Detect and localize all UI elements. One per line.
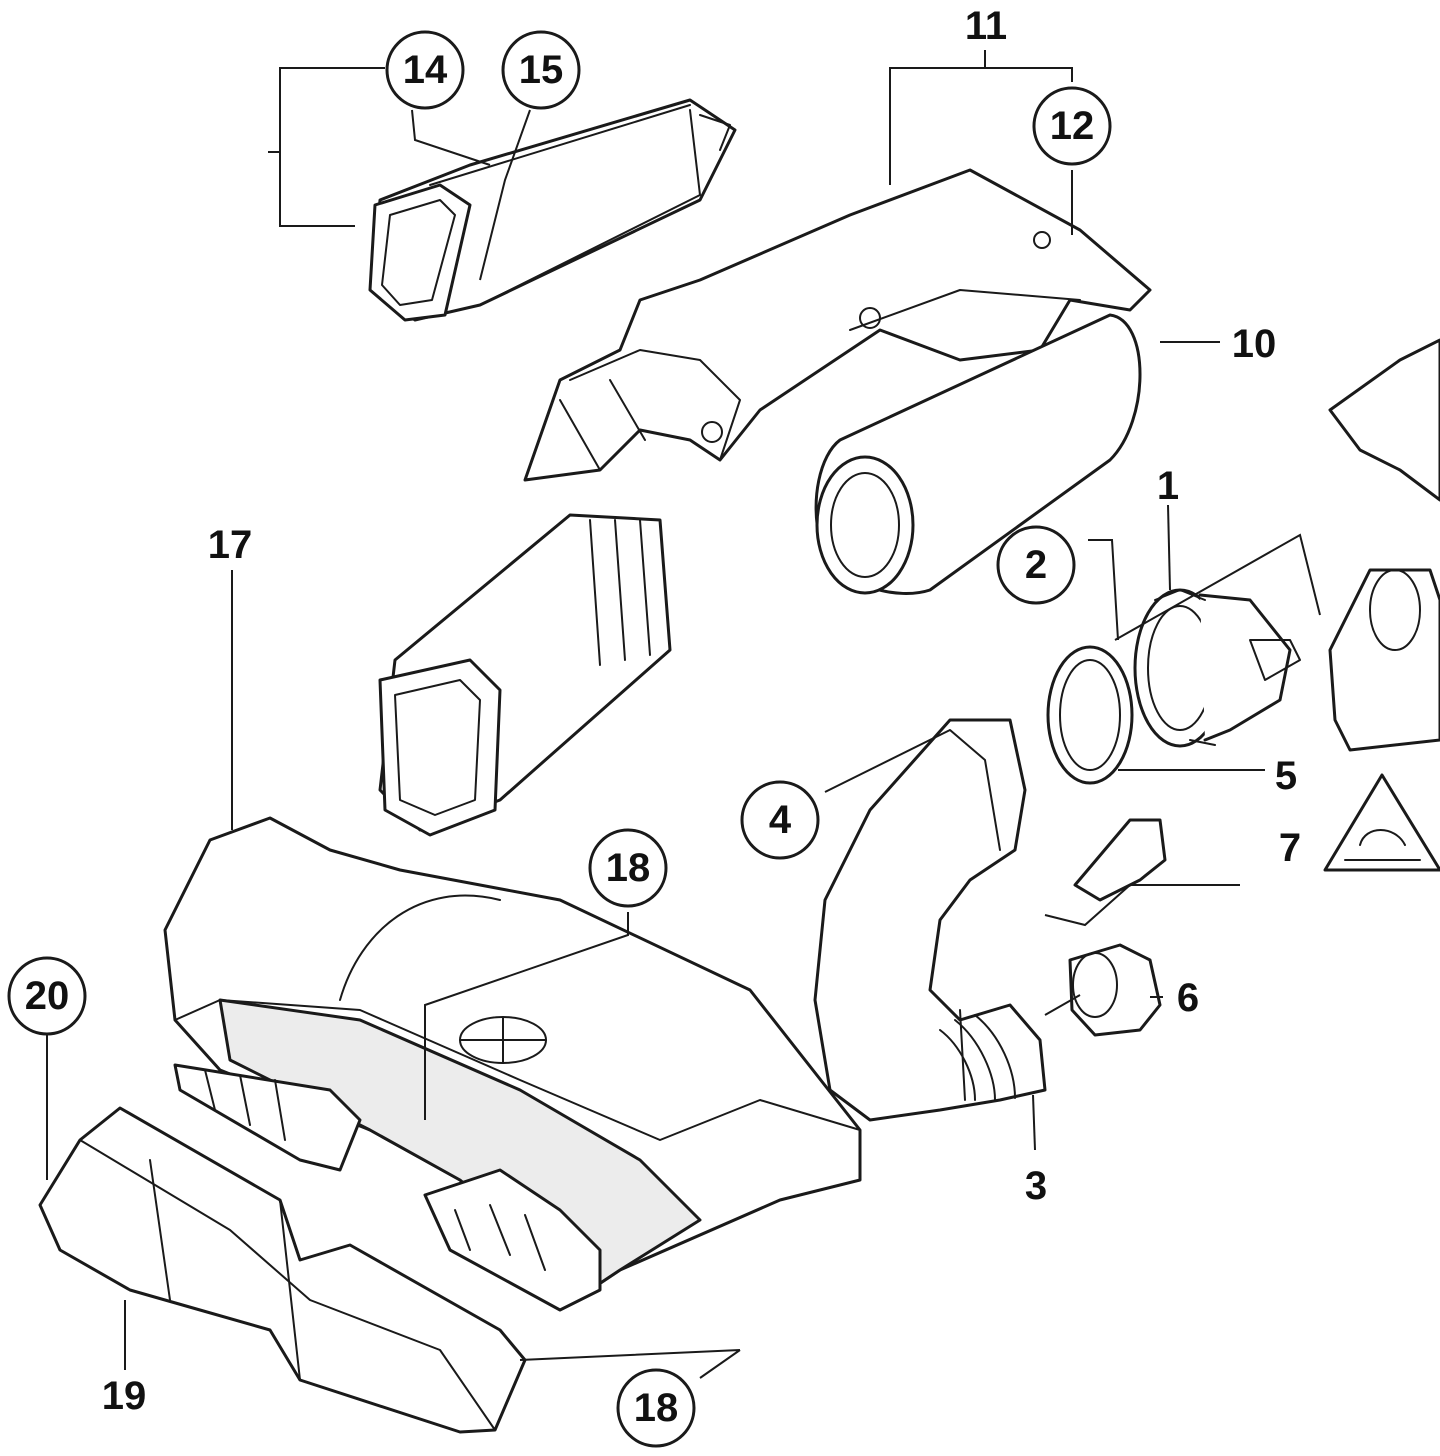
adjacent-part-fragments	[1328, 338, 1440, 752]
callout-20: 20	[25, 974, 70, 1018]
callouts: 11 14 15 12 10 1 2 17 5 4 7 18 20 6 3 19…	[7, 4, 1301, 1448]
callout-2: 2	[1025, 543, 1047, 587]
callout-11: 11	[965, 4, 1007, 48]
air-filter-element-part	[814, 313, 1142, 595]
vent-hose-part	[1073, 818, 1167, 902]
callout-4: 4	[769, 798, 792, 842]
leader-lines	[46, 50, 1321, 1379]
intake-snorkel-part	[368, 98, 737, 322]
intake-boot-part	[378, 513, 672, 837]
mass-airflow-sensor-part	[1133, 588, 1301, 748]
callout-6: 6	[1177, 976, 1199, 1020]
callout-5: 5	[1275, 754, 1297, 798]
callout-7: 7	[1279, 826, 1301, 870]
callout-18-upper: 18	[606, 846, 651, 890]
intake-hose-part	[813, 718, 1047, 1122]
lower-duct-part	[38, 1106, 527, 1434]
callout-1: 1	[1157, 464, 1179, 508]
callout-15: 15	[519, 48, 564, 92]
threaded-fitting-part	[1068, 943, 1162, 1037]
callout-17: 17	[208, 523, 253, 567]
callout-18-lower: 18	[634, 1386, 679, 1430]
engine-cover-part	[163, 816, 862, 1312]
callout-10: 10	[1232, 322, 1277, 366]
filter-housing-top-part	[523, 168, 1152, 482]
warning-triangle-icon	[1323, 773, 1440, 872]
callout-14: 14	[403, 48, 448, 92]
callout-12: 12	[1050, 104, 1095, 148]
callout-19: 19	[102, 1374, 147, 1418]
ring-seal-part	[1046, 645, 1134, 785]
callout-3: 3	[1025, 1164, 1047, 1208]
